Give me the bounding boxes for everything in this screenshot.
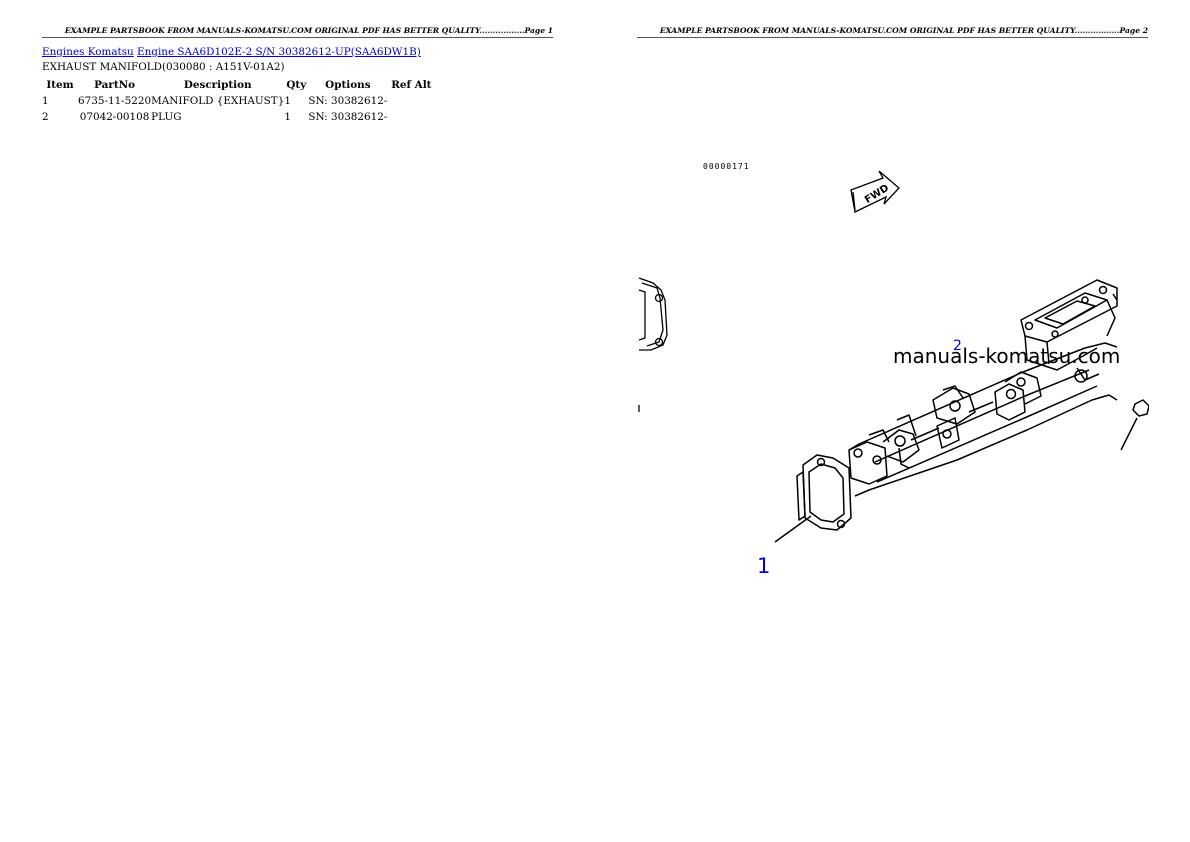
breadcrumb: Engines Komatsu Engine SAA6D102E-2 S/N 3… <box>42 46 421 58</box>
table-row: 1 6735-11-5220 MANIFOLD {EXHAUST} 1 SN: … <box>42 93 435 109</box>
column-header-options: Options <box>325 79 371 91</box>
callout-2: 2 <box>953 338 962 354</box>
cell-partno: 07042-00108 <box>79 111 150 123</box>
cell-qty: 1 <box>284 95 291 107</box>
fwd-label: FWD <box>863 183 891 206</box>
parts-table: Item PartNo Description Qty Options Ref … <box>42 77 435 125</box>
cell-qty: 1 <box>284 111 291 123</box>
exhaust-manifold-diagram: 00000171 FWD <box>638 162 1149 578</box>
breadcrumb-link-engine-model[interactable]: Engine SAA6D102E-2 S/N 30382612-UP(SAA6D… <box>137 46 421 58</box>
cell-refalt <box>387 93 435 109</box>
column-header-item: Item <box>46 79 74 91</box>
page-header-right: EXAMPLE PARTSBOOK FROM MANUALS-KOMATSU.C… <box>637 26 1148 38</box>
cell-item: 1 <box>42 95 49 107</box>
cell-partno: 6735-11-5220 <box>78 95 152 107</box>
cell-description: MANIFOLD {EXHAUST} <box>151 95 285 107</box>
watermark: manuals-komatsu.com <box>893 344 1120 368</box>
cell-item: 2 <box>42 111 49 123</box>
cell-description: PLUG <box>151 111 182 123</box>
cell-options: SN: 30382612- <box>308 111 388 123</box>
breadcrumb-link-engines-komatsu[interactable]: Engines Komatsu <box>42 46 134 58</box>
column-header-refalt: Ref Alt <box>391 79 432 91</box>
column-header-partno: PartNo <box>94 79 136 91</box>
partial-flange-left <box>638 277 668 412</box>
parts-table-header-row: Item PartNo Description Qty Options Ref … <box>42 77 435 93</box>
table-row: 2 07042-00108 PLUG 1 SN: 30382612- <box>42 109 435 125</box>
figure-id: 00000171 <box>703 162 750 171</box>
page-header-left: EXAMPLE PARTSBOOK FROM MANUALS-KOMATSU.C… <box>42 26 553 38</box>
column-header-description: Description <box>183 79 252 91</box>
cell-refalt <box>387 109 435 125</box>
column-header-qty: Qty <box>286 79 307 91</box>
fwd-arrow-icon: FWD <box>850 170 900 213</box>
cell-options: SN: 30382612- <box>308 95 388 107</box>
callout-1: 1 <box>757 554 770 578</box>
manifold-drawing <box>774 279 1149 543</box>
section-title: EXHAUST MANIFOLD(030080 : A151V-01A2) <box>42 61 285 73</box>
